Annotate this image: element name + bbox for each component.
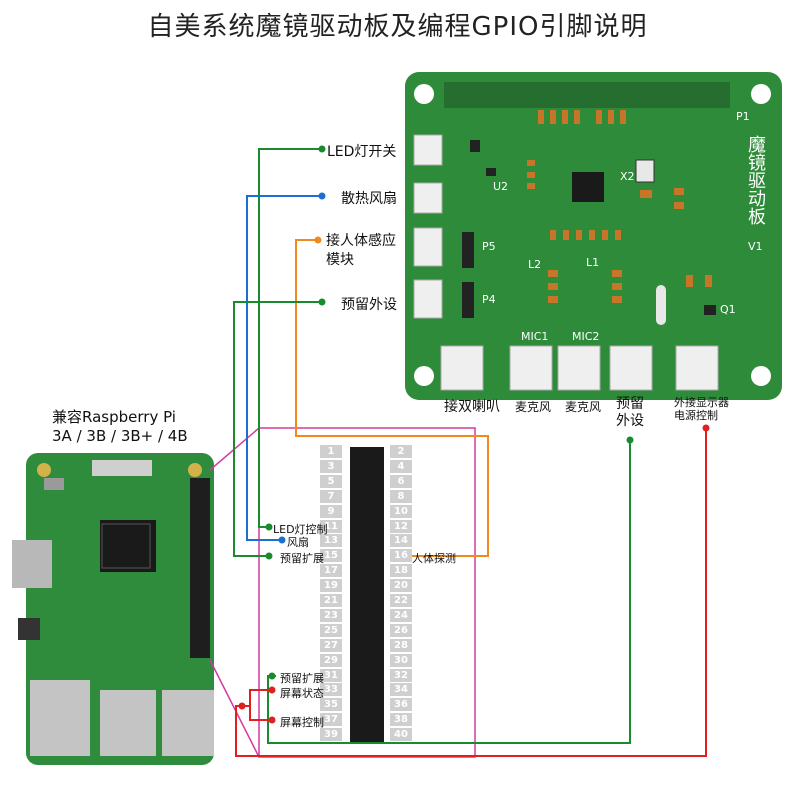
connector-label-human: 接人体感应 模块 bbox=[326, 233, 396, 268]
silk-p1: P1 bbox=[736, 110, 750, 123]
wire-fan bbox=[246, 195, 325, 541]
pin-number: 8 bbox=[390, 489, 412, 503]
pin-number: 11 bbox=[320, 519, 342, 533]
pin-number: 26 bbox=[390, 623, 412, 637]
pin-number: 17 bbox=[320, 564, 342, 578]
silk-q1: Q1 bbox=[720, 303, 736, 316]
pin-label-ext31: 预留扩展 bbox=[280, 672, 324, 685]
silk-mic2: MIC2 bbox=[572, 330, 600, 343]
pin-label-human: 人体探测 bbox=[412, 552, 456, 565]
pin-number: 35 bbox=[320, 698, 342, 712]
pin-number: 21 bbox=[320, 594, 342, 607]
page-title: 自美系统魔镜驱动板及编程GPIO引脚说明 bbox=[147, 12, 648, 42]
connector-label-mic2: 麦克风 bbox=[565, 400, 602, 414]
silk-l1: L1 bbox=[586, 256, 600, 269]
driver-board bbox=[405, 72, 782, 400]
silk-p4: P4 bbox=[482, 293, 496, 306]
pin-label-screen-ctrl: 屏幕控制 bbox=[280, 716, 324, 729]
silk-l2: L2 bbox=[528, 258, 542, 271]
pin-number: 1 bbox=[320, 445, 342, 458]
pin-label-screen-status: 屏幕状态 bbox=[280, 687, 324, 700]
pin-number: 38 bbox=[390, 713, 412, 727]
pi-label-line2: 3A / 3B / 3B+ / 4B bbox=[52, 427, 188, 445]
silk-mic1: MIC1 bbox=[521, 330, 549, 343]
pi-label-line1: 兼容Raspberry Pi bbox=[52, 408, 176, 426]
pin-number: 37 bbox=[320, 713, 342, 727]
pin-number: 16 bbox=[390, 549, 412, 563]
pin-number: 32 bbox=[390, 668, 412, 682]
pin-number: 10 bbox=[390, 504, 412, 518]
pin-number: 30 bbox=[390, 653, 412, 667]
gpio-header bbox=[350, 447, 384, 743]
pin-number: 39 bbox=[320, 728, 342, 742]
pin-number: 25 bbox=[320, 623, 342, 637]
connector-label-p13: 预留 外设 bbox=[616, 396, 644, 429]
wire-screen-status bbox=[249, 706, 272, 721]
pin-number: 12 bbox=[390, 519, 412, 533]
pin-number: 22 bbox=[390, 594, 412, 607]
pin-number: 3 bbox=[320, 459, 342, 473]
pin-number: 15 bbox=[320, 549, 342, 563]
pin-number: 33 bbox=[320, 683, 342, 697]
connector-label-fan: 散热风扇 bbox=[341, 191, 397, 207]
wire-led bbox=[258, 148, 325, 528]
pin-number: 4 bbox=[390, 459, 412, 473]
pin-number: 18 bbox=[390, 564, 412, 578]
wire-reserved bbox=[233, 301, 325, 557]
raspberry-pi-board bbox=[12, 453, 214, 765]
board-header bbox=[444, 82, 730, 108]
pin-number: 19 bbox=[320, 579, 342, 593]
pin-label-ext15: 预留扩展 bbox=[280, 552, 324, 565]
board-name: 魔镜驱动板 bbox=[745, 135, 766, 225]
connector-label-display: 外接显示器 电源控制 bbox=[674, 396, 729, 422]
pin-number: 34 bbox=[390, 683, 412, 697]
pin-number: 7 bbox=[320, 489, 342, 503]
pin-number: 31 bbox=[320, 668, 342, 682]
codec-chip bbox=[572, 172, 604, 202]
pin-number: 9 bbox=[320, 504, 342, 518]
pin-number: 40 bbox=[390, 728, 412, 742]
pi-compat-label: 兼容Raspberry Pi 3A / 3B / 3B+ / 4B bbox=[52, 408, 188, 446]
pin-number: 2 bbox=[390, 445, 412, 458]
pin-number: 13 bbox=[320, 534, 342, 548]
pin-number: 29 bbox=[320, 653, 342, 667]
pin-number: 14 bbox=[390, 534, 412, 548]
wire-screen-ctrl bbox=[235, 428, 707, 757]
pin-number: 24 bbox=[390, 608, 412, 622]
connector-label-mic1: 麦克风 bbox=[515, 400, 552, 414]
pin-number: 20 bbox=[390, 579, 412, 593]
connector-label-speaker: 接双喇叭 bbox=[444, 399, 500, 415]
connector-label-led: LED灯开关 bbox=[327, 144, 397, 160]
silk-p5: P5 bbox=[482, 240, 496, 253]
pin-number: 27 bbox=[320, 638, 342, 652]
silk-u2: U2 bbox=[493, 180, 509, 193]
silk-x2: X2 bbox=[620, 170, 635, 183]
pin-label-fan: 风扇 bbox=[287, 536, 309, 549]
pin-number: 28 bbox=[390, 638, 412, 652]
connector-label-reserved: 预留外设 bbox=[341, 297, 397, 313]
board-version: V1 bbox=[748, 240, 763, 253]
pin-number: 36 bbox=[390, 698, 412, 712]
pin-label-led: LED灯控制 bbox=[273, 523, 328, 536]
pin-number: 5 bbox=[320, 474, 342, 488]
pin-number: 23 bbox=[320, 608, 342, 622]
pin-number: 6 bbox=[390, 474, 412, 488]
wire-human bbox=[295, 239, 489, 557]
